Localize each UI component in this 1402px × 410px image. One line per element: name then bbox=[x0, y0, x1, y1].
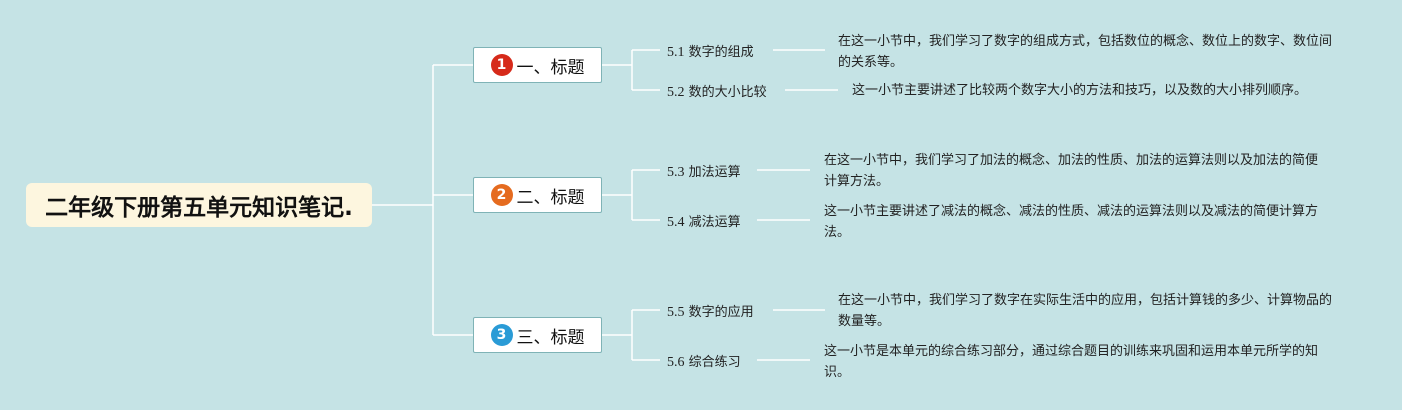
subtopic-number: 5.3 bbox=[667, 165, 685, 180]
subtopic-label: 加法运算 bbox=[688, 165, 741, 180]
subtopic-number: 5.6 bbox=[667, 355, 685, 370]
branch-label-3: 三、标题 bbox=[516, 327, 585, 348]
branch-topic-1[interactable]: 1 一、标题 bbox=[473, 47, 602, 83]
subtopic-number: 5.5 bbox=[667, 305, 685, 320]
subtopic-5-6[interactable]: 5.6 综合练习 bbox=[667, 351, 741, 371]
subtopic-label: 数字的组成 bbox=[688, 45, 754, 60]
root-title: 二年级下册第五单元知识笔记. bbox=[45, 195, 353, 221]
subtopic-5-5[interactable]: 5.5 数字的应用 bbox=[667, 301, 754, 321]
branch-topic-2[interactable]: 2 二、标题 bbox=[473, 177, 602, 213]
number-badge-1: 1 bbox=[490, 54, 513, 76]
branch-label-2: 二、标题 bbox=[516, 187, 585, 208]
subtopic-number: 5.2 bbox=[667, 85, 685, 100]
subtopic-description: 在这一小节中，我们学习了数字在实际生活中的应用，包括计算钱的多少、计算物品的数量… bbox=[838, 293, 1333, 329]
branch-label-1: 一、标题 bbox=[516, 57, 585, 78]
number-badge-2: 2 bbox=[490, 184, 513, 206]
subtopic-description: 在这一小节中，我们学习了加法的概念、加法的性质、加法的运算法则以及加法的简便计算… bbox=[824, 153, 1319, 189]
subtopic-number: 5.4 bbox=[667, 215, 685, 230]
branch-topic-3[interactable]: 3 三、标题 bbox=[473, 317, 602, 353]
root-topic[interactable]: 二年级下册第五单元知识笔记. bbox=[26, 183, 372, 227]
subtopic-description: 这一小节是本单元的综合练习部分，通过综合题目的训练来巩固和运用本单元所学的知识。 bbox=[824, 344, 1319, 380]
subtopic-label: 数字的应用 bbox=[688, 305, 754, 320]
subtopic-label: 综合练习 bbox=[688, 355, 741, 370]
subtopic-5-4[interactable]: 5.4 减法运算 bbox=[667, 211, 741, 231]
subtopic-description: 这一小节主要讲述了减法的概念、减法的性质、减法的运算法则以及减法的简便计算方法。 bbox=[824, 204, 1319, 240]
subtopic-label: 减法运算 bbox=[688, 215, 741, 230]
number-badge-3: 3 bbox=[490, 324, 513, 346]
subtopic-number: 5.1 bbox=[667, 45, 685, 60]
subtopic-5-2[interactable]: 5.2 数的大小比较 bbox=[667, 81, 767, 101]
subtopic-description: 在这一小节中，我们学习了数字的组成方式，包括数位的概念、数位上的数字、数位间的关… bbox=[838, 34, 1333, 70]
subtopic-5-1[interactable]: 5.1 数字的组成 bbox=[667, 41, 754, 61]
subtopic-5-3[interactable]: 5.3 加法运算 bbox=[667, 161, 741, 181]
subtopic-description: 这一小节主要讲述了比较两个数字大小的方法和技巧，以及数的大小排列顺序。 bbox=[852, 83, 1308, 98]
subtopic-label: 数的大小比较 bbox=[688, 85, 767, 100]
